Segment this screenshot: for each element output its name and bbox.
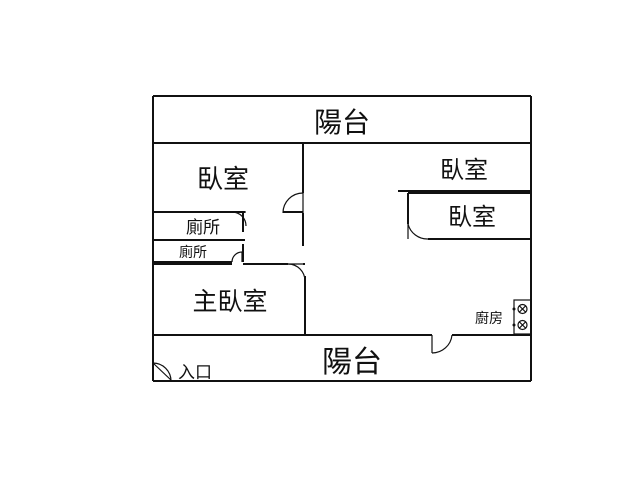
balcony-bottom-label: 陽台 <box>322 345 382 380</box>
entrance-label: 入口 <box>178 363 212 383</box>
bathroom-upper-label: 廁所 <box>186 217 220 238</box>
bedroom-top-right-label: 臥室 <box>440 156 488 184</box>
door-swings <box>152 192 453 382</box>
kitchen-label: 廚房 <box>475 310 503 327</box>
interior-walls <box>153 142 531 336</box>
master-bedroom-label: 主臥室 <box>192 287 267 316</box>
bathroom-lower-label: 廁所 <box>179 244 207 261</box>
balcony-top-label: 陽台 <box>314 106 370 139</box>
bedroom-top-left-label: 臥室 <box>197 165 249 195</box>
bedroom-middle-right-label: 臥室 <box>448 203 496 231</box>
stove-icon <box>512 299 532 335</box>
